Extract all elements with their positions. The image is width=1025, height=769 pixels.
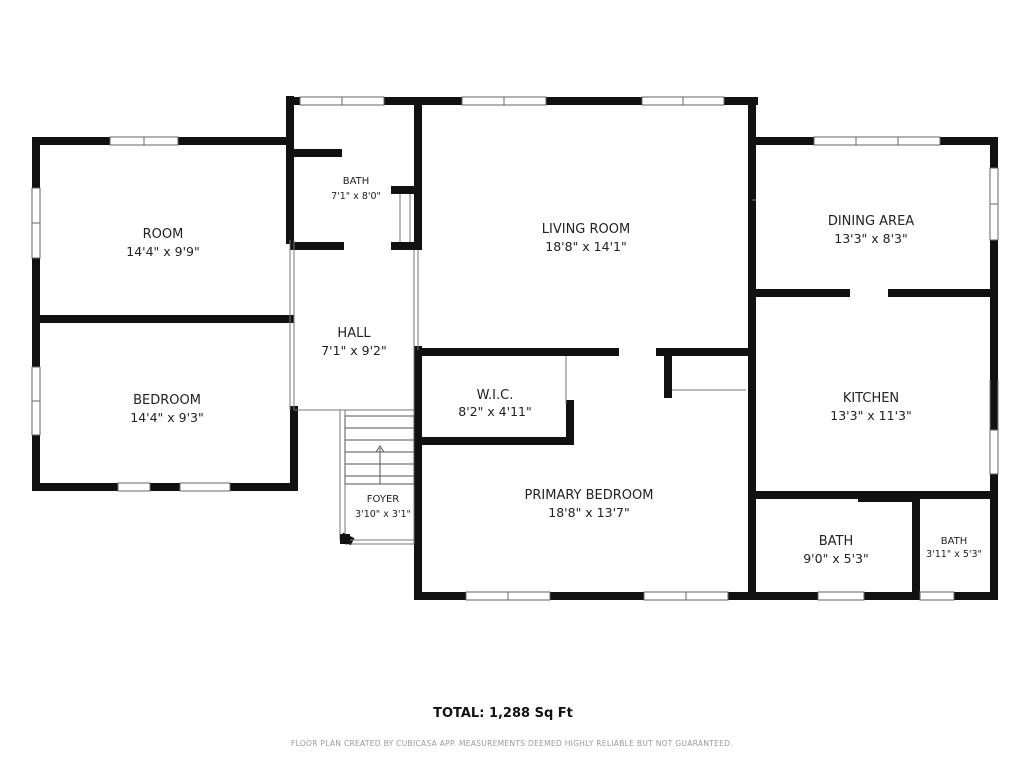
room-dimensions: 9'0" x 5'3" xyxy=(803,551,869,566)
disclaimer: FLOOR PLAN CREATED BY CUBICASA APP. MEAS… xyxy=(291,739,733,748)
room-bath-small: BATH 3'11" x 5'3" xyxy=(926,536,982,560)
room-primary-bedroom: PRIMARY BEDROOM 18'8" x 13'7" xyxy=(525,488,654,520)
room-hall: HALL 7'1" x 9'2" xyxy=(321,326,387,358)
room-dimensions: 7'1" x 9'2" xyxy=(321,343,387,358)
total-area: TOTAL: 1,288 Sq Ft xyxy=(433,706,573,721)
room-dimensions: 14'4" x 9'9" xyxy=(126,244,199,259)
room-bath-main: BATH 9'0" x 5'3" xyxy=(803,534,869,566)
stairs xyxy=(344,415,415,485)
room-dimensions: 14'4" x 9'3" xyxy=(130,410,203,425)
room-living-room: LIVING ROOM 18'8" x 14'1" xyxy=(542,222,630,254)
room-dimensions: 8'2" x 4'11" xyxy=(458,404,531,419)
room-dimensions: 18'8" x 14'1" xyxy=(545,239,626,254)
room-dimensions: 3'11" x 5'3" xyxy=(926,549,982,560)
room-name: W.I.C. xyxy=(477,388,514,403)
room-name: BATH xyxy=(343,176,370,187)
room-name: BATH xyxy=(941,536,968,547)
room-dining-area: DINING AREA 13'3" x 8'3" xyxy=(828,214,914,246)
room-name: ROOM xyxy=(143,227,184,242)
room-name: HALL xyxy=(337,326,371,341)
room-name: PRIMARY BEDROOM xyxy=(525,488,654,503)
room-room: ROOM 14'4" x 9'9" xyxy=(126,227,199,259)
room-dimensions: 3'10" x 3'1" xyxy=(355,509,411,520)
room-wic: W.I.C. 8'2" x 4'11" xyxy=(458,388,531,419)
walls xyxy=(32,96,998,600)
wall-segment xyxy=(858,492,918,502)
room-kitchen: KITCHEN 13'3" x 11'3" xyxy=(830,391,911,423)
room-foyer: FOYER 3'10" x 3'1" xyxy=(355,494,411,520)
room-name: BATH xyxy=(819,534,854,549)
room-name: KITCHEN xyxy=(843,391,899,406)
room-dimensions: 13'3" x 8'3" xyxy=(834,231,907,246)
room-dimensions: 7'1" x 8'0" xyxy=(331,191,381,202)
room-dimensions: 13'3" x 11'3" xyxy=(830,408,911,423)
room-name: DINING AREA xyxy=(828,214,914,229)
room-name: FOYER xyxy=(367,494,400,505)
room-bedroom: BEDROOM 14'4" x 9'3" xyxy=(130,393,203,425)
room-bath-upper: BATH 7'1" x 8'0" xyxy=(331,176,381,202)
wall-segment xyxy=(340,534,350,544)
room-name: LIVING ROOM xyxy=(542,222,630,237)
window-mullions xyxy=(32,97,998,600)
room-dimensions: 18'8" x 13'7" xyxy=(548,505,629,520)
room-name: BEDROOM xyxy=(133,393,201,408)
